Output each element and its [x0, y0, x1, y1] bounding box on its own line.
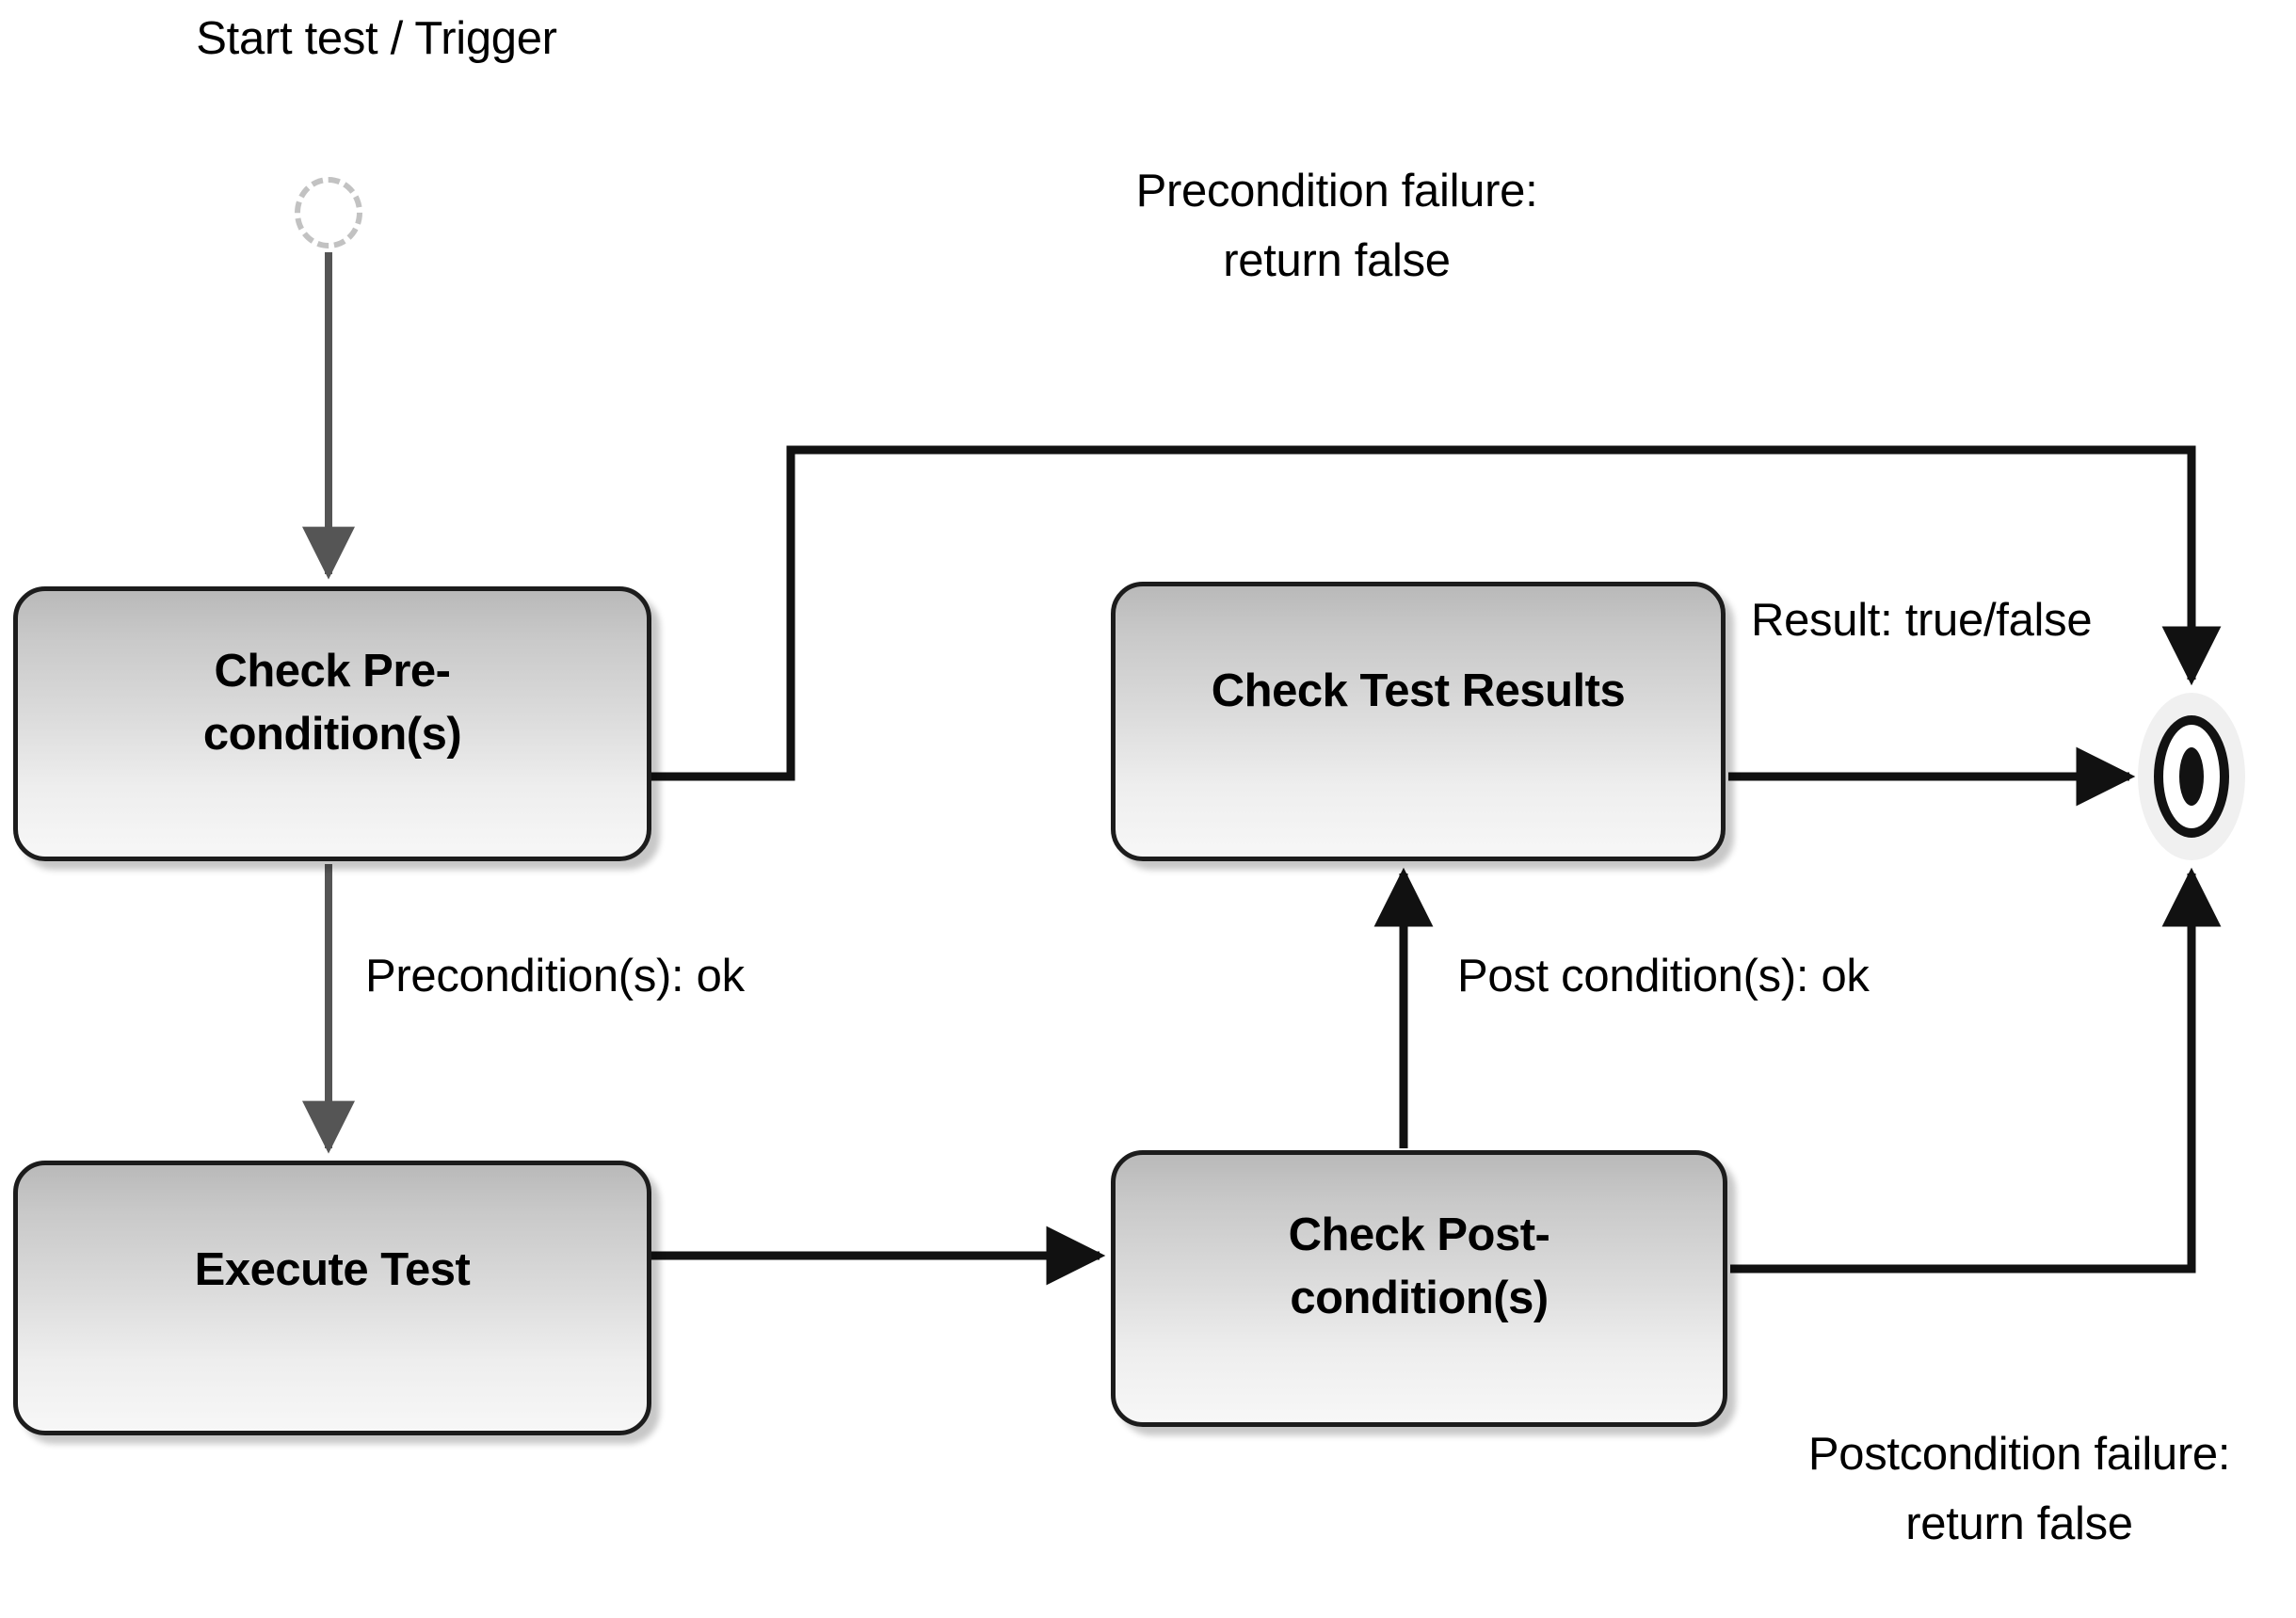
final-node[interactable]	[2138, 693, 2245, 860]
node-check-precondition[interactable]: Check Pre- condition(s)	[13, 586, 651, 861]
edge-postcondition-failure-to-final	[1730, 867, 2222, 1274]
node-execute-test-label: Execute Test	[194, 1244, 471, 1295]
node-execute-test[interactable]: Execute Test	[13, 1161, 651, 1435]
label-postcondition-failure: Postcondition failure: return false	[1807, 1429, 2231, 1550]
label-start-trigger: Start test / Trigger	[196, 13, 557, 64]
node-check-test-results-label: Check Test Results	[1211, 665, 1626, 716]
final-node-ring	[2154, 715, 2229, 838]
label-post-condition-ok: Post condition(s): ok	[1457, 951, 1870, 1001]
final-node-dot	[2179, 747, 2204, 806]
edge-precondition-failure-to-final	[651, 445, 2222, 781]
label-result-true-false: Result: true/false	[1751, 595, 2093, 646]
node-check-postcondition-label: Check Post- condition(s)	[1288, 1209, 1550, 1323]
initial-node[interactable]	[295, 177, 362, 248]
label-precondition-ok: Precondition(s): ok	[365, 951, 745, 1001]
node-check-precondition-label: Check Pre- condition(s)	[202, 646, 462, 760]
node-check-postcondition[interactable]: Check Post- condition(s)	[1111, 1150, 1727, 1427]
label-precondition-failure: Precondition failure: return false	[1135, 166, 1538, 287]
node-check-test-results[interactable]: Check Test Results	[1111, 582, 1726, 861]
